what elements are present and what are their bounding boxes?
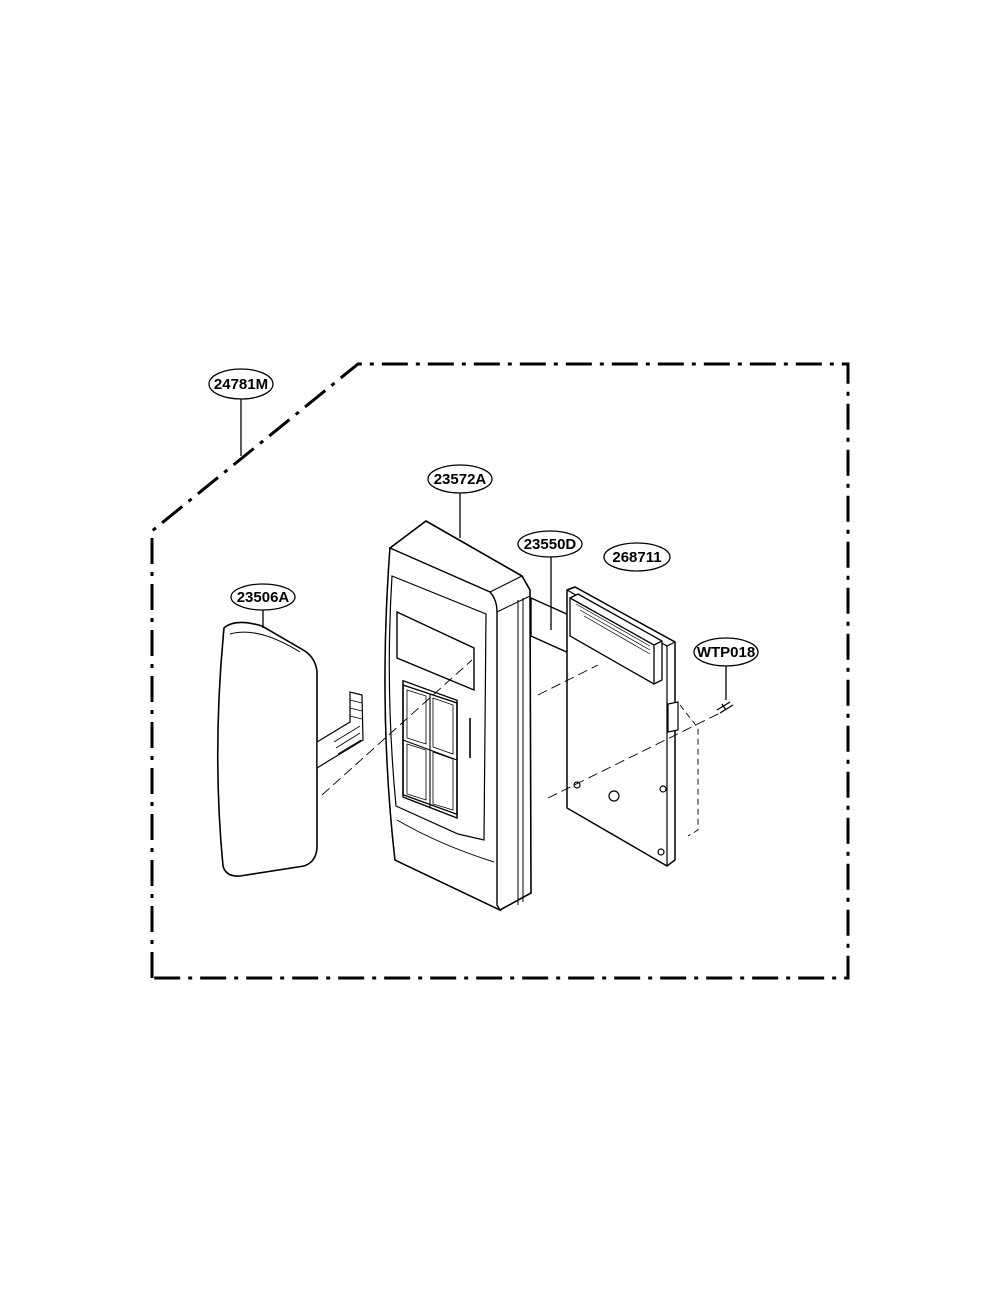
label-switch-tail: 23550D	[517, 530, 583, 558]
label-switch-tail-text: 23550D	[524, 536, 577, 553]
label-screw: WTP018	[693, 637, 759, 667]
label-control-panel: 23572A	[427, 464, 493, 494]
membrane-switch-part	[216, 621, 364, 877]
label-pcb: 268711	[603, 542, 671, 572]
pcb-part	[566, 586, 679, 867]
label-membrane-switch: 23506A	[230, 583, 296, 611]
label-assembly-text: 24781M	[214, 376, 268, 393]
assembly-boundary	[150, 362, 850, 980]
label-screw-text: WTP018	[697, 644, 755, 661]
label-assembly: 24781M	[208, 368, 274, 400]
label-pcb-text: 268711	[612, 549, 661, 566]
label-membrane-switch-text: 23506A	[237, 589, 290, 606]
alignment-lines	[321, 659, 723, 837]
label-leaders	[240, 399, 727, 700]
control-panel-part	[384, 520, 532, 912]
label-control-panel-text: 23572A	[434, 471, 487, 488]
screw-part	[716, 701, 734, 714]
